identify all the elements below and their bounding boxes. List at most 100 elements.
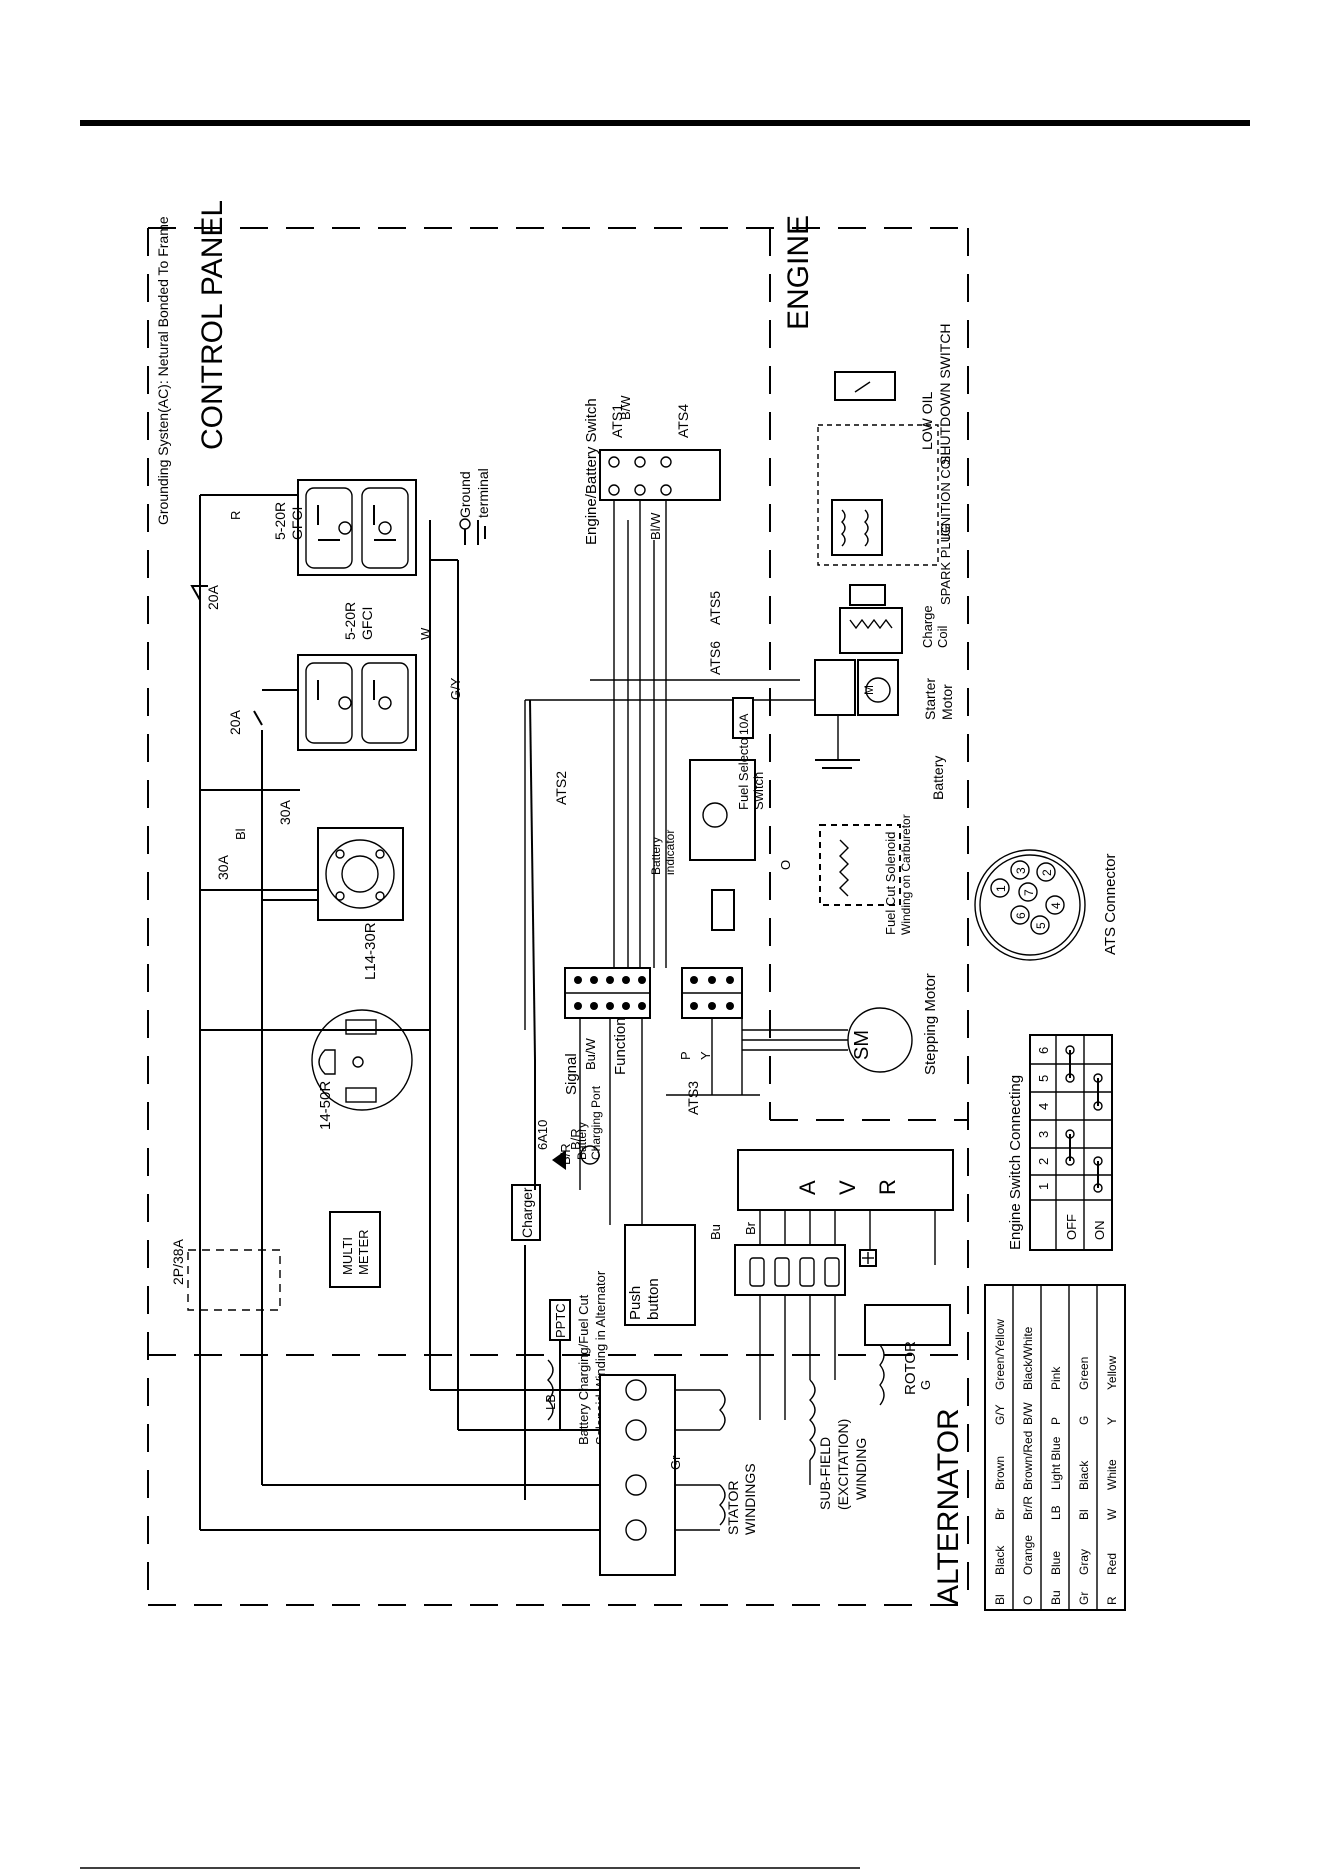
ats-pin-2 <box>1036 862 1056 882</box>
wire-color-label: Y <box>698 1051 713 1060</box>
wire-color-label: G <box>918 1380 933 1390</box>
legend-color-name: Orange <box>1021 1535 1035 1575</box>
fuel-selector-switch: Fuel Selector Switch Battery indicator <box>649 733 766 931</box>
avr-letter-v: V <box>835 1180 860 1195</box>
14-50r-label: 14-50R <box>317 1081 334 1130</box>
subfield-line3: WINDING <box>853 1438 869 1500</box>
legend-code: Bl <box>993 1594 1007 1605</box>
ground-terminal-line2: terminal <box>475 468 491 518</box>
breaker-20a-1-label: 20A <box>205 584 221 610</box>
charging-port-line1: Battery <box>575 1122 589 1160</box>
stepping-motor-assembly: SM Stepping Motor <box>681 967 939 1075</box>
rotor-label: ROTOR <box>902 1341 919 1395</box>
wire-color-label: Br <box>743 1221 758 1235</box>
l14-30r-label: L14-30R <box>362 922 379 980</box>
engine-title: ENGINE <box>782 215 815 330</box>
ats-pin-label: 2 <box>1040 869 1054 876</box>
wire-color-label: Bl/W <box>648 512 663 540</box>
ground-terminal-line1: Ground <box>457 471 473 518</box>
wire-color-label: B/R <box>558 1143 573 1165</box>
ats-pin-6 <box>1010 905 1030 925</box>
stator-line2: WINDINGS <box>742 1463 758 1535</box>
multimeter-line2: METER <box>356 1230 371 1276</box>
receptacle-2-label: 5-20R <box>342 602 358 640</box>
wire-color-label: Bl <box>233 828 248 840</box>
starter-m-label: M <box>862 685 876 695</box>
ignition-coil-label: IGNITION COIL <box>938 448 953 540</box>
charge-coil-line1: Charge <box>920 605 935 648</box>
low-oil-line2: SHUTDOWN SWITCH <box>937 323 953 465</box>
ats-pin-label: 5 <box>1034 922 1048 929</box>
receptacle-1-label: 5-20R <box>272 502 288 540</box>
charging-port-line2: Charging Port <box>589 1085 603 1160</box>
engine-switch-table: Engine Switch Connecting 1 2 3 4 5 6 OFF… <box>1007 1034 1113 1251</box>
ats3-label: ATS3 <box>685 1081 701 1115</box>
legend-code: LB <box>1049 1505 1063 1520</box>
legend-code: W <box>1105 1508 1119 1520</box>
sub-field-winding: SUB-FIELD (EXCITATION) WINDING <box>809 1379 869 1510</box>
ats-pin-label: 1 <box>994 885 1008 892</box>
breaker-30a-2-label: 30A <box>215 854 231 880</box>
wire-color-label: Gr <box>668 1455 683 1470</box>
fuel-cut-line1: Fuel Cut Solenoid <box>883 832 898 935</box>
ats-pin-label: 6 <box>1014 912 1028 919</box>
avr-module: A V R <box>737 1149 954 1265</box>
stator-line1: STATOR <box>725 1481 741 1535</box>
pptc-label: PPTC <box>553 1303 568 1338</box>
control-panel-title: CONTROL PANEL <box>196 200 229 450</box>
main-breaker-label: 2P/38A <box>170 1238 186 1285</box>
push-button-line1: Push <box>627 1286 644 1320</box>
legend-code: Br <box>993 1508 1007 1520</box>
switch-col-5: 5 <box>1036 1075 1051 1082</box>
ats-pin-label: 3 <box>1014 867 1028 874</box>
engine-battery-switch: Engine/Battery Switch ATS1 ATS4 ATS5 ATS… <box>553 398 723 1115</box>
wire-color-label: B/W <box>618 395 633 420</box>
ats-pin-4 <box>1045 895 1065 915</box>
push-button-line2: button <box>645 1278 662 1320</box>
legend-code: G <box>1077 1416 1091 1425</box>
legend-code: R <box>1105 1596 1119 1605</box>
switch-col-2: 2 <box>1036 1158 1051 1165</box>
legend-color-name: White <box>1105 1459 1119 1490</box>
legend-color-name: Green/Yellow <box>993 1319 1007 1390</box>
power-buses <box>199 494 600 1531</box>
fuse-6a10-label: 6A10 <box>535 1120 550 1150</box>
receptacle-1-sublabel: GFCI <box>289 507 305 540</box>
charge-coil-line2: Coil <box>935 625 950 648</box>
spark-plug: SPARK PLUG <box>849 523 953 606</box>
subfield-line1: SUB-FIELD <box>817 1437 833 1510</box>
engine-battery-switch-label: Engine/Battery Switch <box>583 398 600 545</box>
signal-wires <box>524 500 830 1225</box>
push-button-assembly: Push button Battery Charging/Fuel Cut So… <box>547 1224 696 1445</box>
legend-code: G/Y <box>993 1404 1007 1425</box>
rotor: ROTOR <box>859 1249 951 1406</box>
receptacle-5-20r-gfci-1: 5-20R GFCI <box>272 479 417 576</box>
signal-label: Signal <box>563 1053 580 1095</box>
color-legend: BlBlackBrBrownG/YGreen/YellowOOrangeBr/R… <box>984 1284 1126 1611</box>
starter-line1: Starter <box>922 678 938 720</box>
legend-code: Y <box>1105 1417 1119 1425</box>
stator-terminal-block: STATOR WINDINGS <box>599 1374 758 1576</box>
starter-line2: Motor <box>939 684 955 720</box>
legend-color-name: Light Blue <box>1049 1436 1063 1490</box>
receptacle-l14-30r: L14-30R <box>317 827 404 980</box>
switch-col-6: 6 <box>1036 1047 1051 1054</box>
ats-pin-label: 4 <box>1049 902 1063 909</box>
receptacle-14-50r: 14-50R <box>311 1009 413 1130</box>
wire-color-label: LB <box>543 1394 558 1410</box>
legend-color-name: Black <box>1077 1460 1091 1490</box>
push-button[interactable] <box>624 1224 696 1326</box>
breakers: 20A 20A 30A 30A 2P/38A <box>170 584 293 1311</box>
charge-coil: Charge Coil <box>839 605 950 654</box>
legend-color-name: Pink <box>1049 1366 1063 1390</box>
legend-color-name: Black <box>993 1545 1007 1575</box>
multimeter-line1: MULTI <box>340 1237 355 1275</box>
legend-code: P <box>1049 1417 1063 1425</box>
engine-battery: Battery 10A <box>732 697 946 800</box>
ats-pin-5 <box>1030 915 1050 935</box>
ats-pin-7 <box>1018 882 1038 902</box>
legend-color-name: Black/White <box>1021 1326 1035 1390</box>
wire-color-label: Bu/W <box>583 1037 598 1070</box>
fuse-10a-label: 10A <box>737 714 751 735</box>
legend-code: Br/R <box>1021 1496 1035 1520</box>
